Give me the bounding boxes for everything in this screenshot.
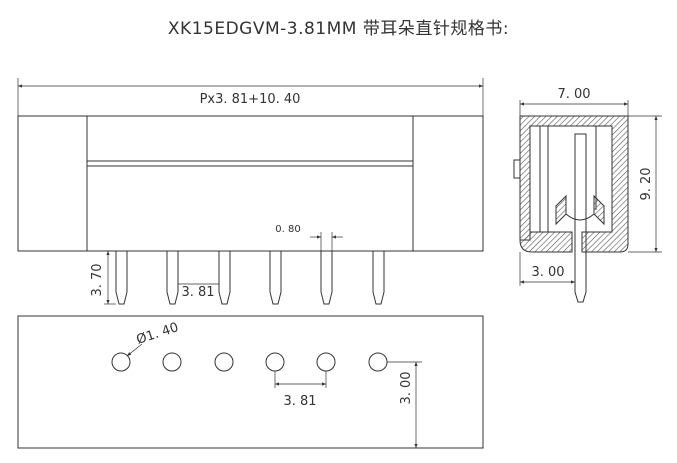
pin <box>269 251 282 305</box>
header-body <box>17 115 484 252</box>
hole-row <box>111 352 388 372</box>
pin <box>372 251 385 305</box>
hole-diameter-label: Ø1. 40 <box>135 320 181 348</box>
hole <box>368 352 388 372</box>
pin-length-label: 3. 70 <box>90 263 105 296</box>
bottom-body <box>17 315 484 449</box>
pin <box>320 251 333 305</box>
hole <box>214 352 234 372</box>
side-width-label: 7. 00 <box>557 87 590 102</box>
hole <box>316 352 336 372</box>
hole <box>265 352 285 372</box>
side-view: 7. 00 9. 20 3. 00 <box>513 87 662 303</box>
pin-width-label: 0. 80 <box>275 224 300 235</box>
hole <box>162 352 182 372</box>
pin-row <box>115 251 385 305</box>
hole-pitch-label: 3. 81 <box>283 394 316 409</box>
bottom-view: Ø1. 40 3. 81 3. 00 <box>17 315 484 449</box>
overall-length-label: Px3. 81+10. 40 <box>200 92 301 107</box>
page-title: XK15EDGVM-3.81MM 带耳朵直针规格书: <box>167 19 510 39</box>
pin-offset-label: 3. 00 <box>531 265 564 280</box>
front-view: Px3. 81+10. 40 3. 70 3. 81 0. 80 <box>17 78 484 305</box>
hole-edge-label: 3. 00 <box>399 371 414 404</box>
side-height-label: 9. 20 <box>639 167 654 200</box>
pin-pitch-label: 3. 81 <box>181 285 214 300</box>
side-pin <box>574 133 587 303</box>
pin <box>218 251 231 305</box>
hole <box>111 352 131 372</box>
pin <box>166 251 179 305</box>
pin <box>115 251 128 305</box>
